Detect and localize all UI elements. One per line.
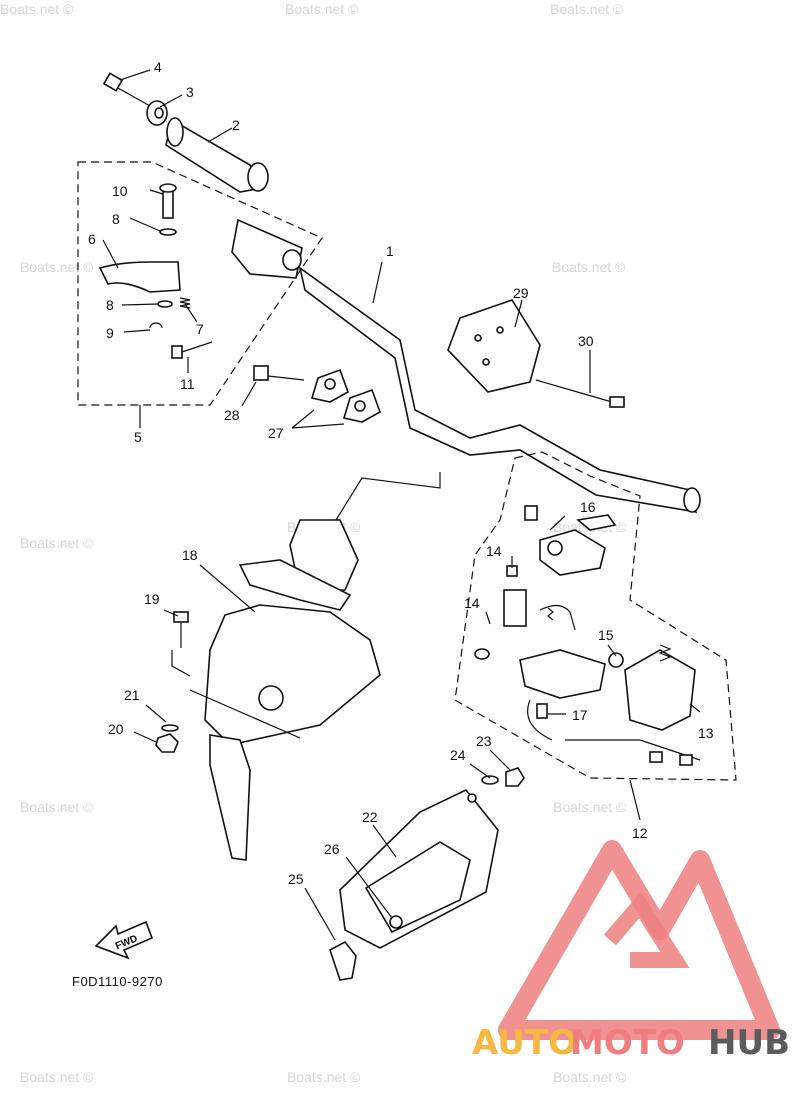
callout-12: 12 xyxy=(632,825,648,841)
automotohub-logo: AUTO MOTO HUB xyxy=(472,840,790,1063)
watermark-text: Boats.net © xyxy=(550,1,624,17)
logo-hub-text: HUB xyxy=(708,1023,790,1063)
callout-19: 19 xyxy=(144,591,160,607)
callout-20: 20 xyxy=(108,721,124,737)
watermark-text: Boats.net © xyxy=(552,259,626,275)
callout-23: 23 xyxy=(476,733,492,749)
callout-18: 18 xyxy=(182,547,198,563)
watermark-text: Boats.net © xyxy=(553,1069,627,1085)
watermark-text: Boats.net © xyxy=(553,799,627,815)
callout-7: 7 xyxy=(196,321,204,337)
callout-9: 9 xyxy=(106,325,114,341)
watermark-text: Boats.net © xyxy=(20,535,94,551)
callout-28: 28 xyxy=(224,407,240,423)
watermark-text: Boats.net © xyxy=(287,1069,361,1085)
bracket-part xyxy=(304,749,525,981)
callout-17: 17 xyxy=(572,707,588,723)
bolt-part xyxy=(102,72,151,107)
watermark-text: Boats.net © xyxy=(0,1,74,17)
fwd-arrow-icon: FWD xyxy=(94,920,154,960)
callout-29: 29 xyxy=(513,285,529,301)
watermark-text: Boats.net © xyxy=(20,1069,94,1085)
diagram-code: F0D1110-9270 xyxy=(72,974,163,989)
callout-21: 21 xyxy=(124,687,140,703)
lever-part xyxy=(98,261,181,293)
handlebar-part xyxy=(298,261,701,513)
assembly-group-5 xyxy=(77,69,323,428)
watermark-text: Boats.net © xyxy=(20,799,94,815)
assembly-group-12 xyxy=(454,451,737,821)
callout-11: 11 xyxy=(180,376,195,392)
callout-13: 13 xyxy=(698,725,714,741)
callout-26: 26 xyxy=(324,841,340,857)
callout-27: 27 xyxy=(268,425,284,441)
callout-4: 4 xyxy=(154,59,162,75)
callout-3: 3 xyxy=(186,84,194,100)
watermark-text: Boats.net © xyxy=(285,1,359,17)
cover-part xyxy=(447,299,625,408)
callout-24: 24 xyxy=(450,747,466,763)
steering-column-part xyxy=(133,519,381,861)
callout-1: 1 xyxy=(386,243,394,259)
callout-5: 5 xyxy=(134,429,142,445)
watermark-text: Boats.net © xyxy=(20,259,94,275)
callout-14: 14 xyxy=(464,595,480,611)
callout-6: 6 xyxy=(88,231,96,247)
grip-part xyxy=(165,117,269,193)
callout-16: 16 xyxy=(580,499,596,515)
callout-30: 30 xyxy=(578,333,594,349)
callout-8: 8 xyxy=(112,211,120,227)
logo-auto-text: AUTO xyxy=(472,1023,577,1063)
callout-14: 14 xyxy=(486,543,502,559)
callout-8: 8 xyxy=(106,297,114,313)
logo-moto-text: MOTO xyxy=(570,1023,685,1063)
callout-25: 25 xyxy=(288,871,304,887)
switch-part xyxy=(624,649,696,731)
callout-15: 15 xyxy=(598,627,614,643)
callout-22: 22 xyxy=(362,809,378,825)
callout-labels: 4 3 2 10 8 6 1 8 7 9 11 29 30 28 27 5 16… xyxy=(88,59,714,887)
callout-10: 10 xyxy=(112,183,128,199)
callout-2: 2 xyxy=(232,117,240,133)
clamp-part xyxy=(241,365,381,429)
